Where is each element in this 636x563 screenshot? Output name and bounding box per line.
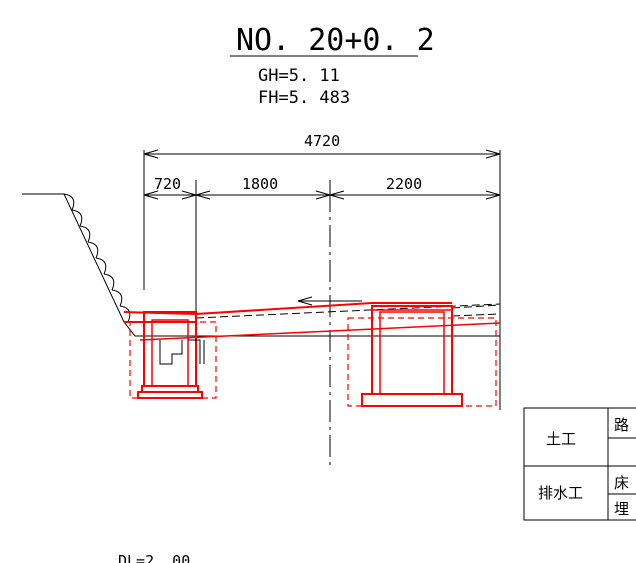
legend-drainage-item-a: 床 [614,474,629,492]
overall-dimension-value: 4720 [304,132,340,150]
legend-drainage-label: 排水工 [538,484,583,502]
legend-earthwork-label: 土工 [546,430,576,448]
left-segment-value: 720 [154,175,181,193]
left-drainage-structure [129,311,217,399]
right-segment-value: 2200 [386,175,422,193]
legend-drainage-item-b: 埋 [614,500,629,518]
datum-label: DL=2. 00 [118,552,190,563]
middle-segment-value: 1800 [242,175,278,193]
station-title: NO. 20+0. 2 [236,23,435,58]
right-drainage-structure [347,305,497,407]
legend-earthwork-item: 路 [614,416,629,434]
formation-height-label: FH=5. 483 [258,88,350,108]
overall-dimension: 4720 [143,132,501,410]
flow-arrow-icon [297,296,362,306]
segment-dimensions: 720 1800 2200 [143,175,501,316]
legend-table: 土工 路 排水工 床 埋 [523,407,636,521]
ground-height-label: GH=5. 11 [258,66,340,86]
